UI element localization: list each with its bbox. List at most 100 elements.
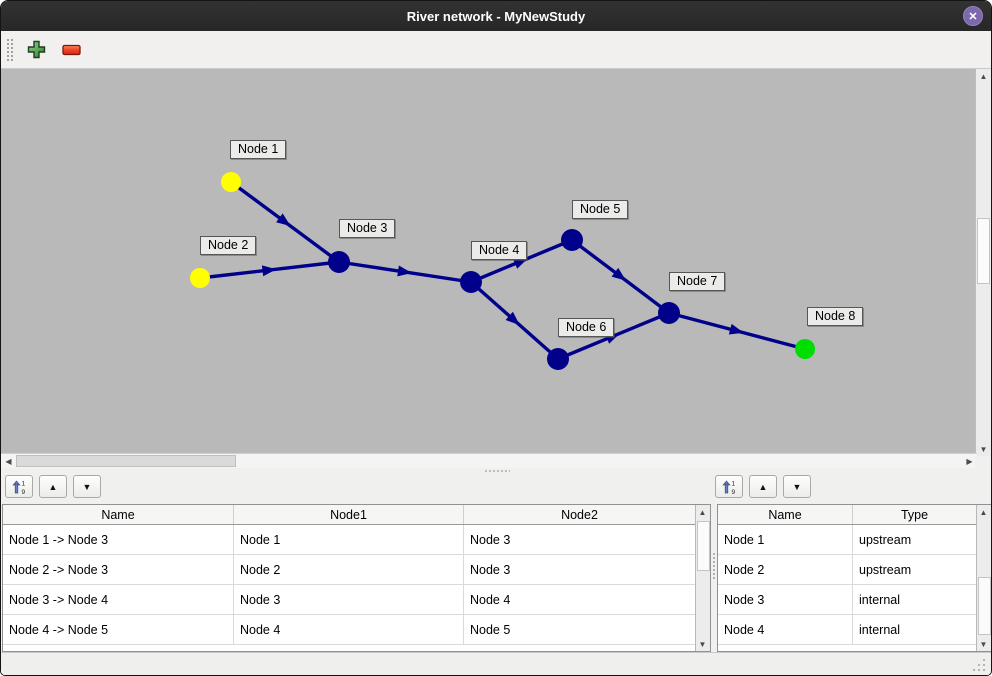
network-node[interactable]: [190, 268, 210, 288]
scroll-down-icon[interactable]: ▼: [698, 639, 707, 649]
table-row[interactable]: Node 4 internal: [718, 615, 976, 645]
sort-nodes-button[interactable]: 1 9: [715, 475, 743, 498]
branches-table-controls: 1 9 ▲ ▼: [5, 475, 101, 498]
column-header-name[interactable]: Name: [718, 505, 853, 524]
branch-node1-cell[interactable]: Node 2: [234, 555, 464, 584]
titlebar[interactable]: River network - MyNewStudy ✕: [1, 1, 991, 31]
edge-arrow-icon: [276, 213, 291, 227]
branch-name-cell[interactable]: Node 3 -> Node 4: [3, 585, 234, 614]
nodes-table: Name Type Node 1 upstream Node 2 upstrea…: [717, 504, 991, 652]
node-label[interactable]: Node 6: [558, 318, 615, 337]
network-node[interactable]: [328, 251, 350, 273]
edge-arrow-icon: [611, 267, 627, 281]
table-row[interactable]: Node 2 upstream: [718, 555, 976, 585]
branch-name-cell[interactable]: Node 4 -> Node 5: [3, 615, 234, 644]
move-branch-up-button[interactable]: ▲: [39, 475, 67, 498]
move-branch-down-button[interactable]: ▼: [73, 475, 101, 498]
branch-node2-cell[interactable]: Node 4: [470, 592, 511, 607]
toolbar: [1, 31, 991, 69]
scroll-right-icon[interactable]: ▶: [966, 456, 973, 466]
network-node[interactable]: [658, 302, 680, 324]
scroll-down-icon[interactable]: ▼: [979, 444, 988, 454]
branch-name-cell[interactable]: Node 2 -> Node 3: [3, 555, 234, 584]
branch-node2-cell[interactable]: Node 3: [470, 562, 511, 577]
node-name-cell[interactable]: Node 2: [718, 555, 853, 584]
scroll-up-icon[interactable]: ▲: [979, 507, 988, 517]
scroll-up-icon[interactable]: ▲: [698, 507, 707, 517]
status-bar: [1, 652, 991, 675]
svg-text:1: 1: [732, 480, 736, 487]
scroll-left-icon[interactable]: ◀: [5, 456, 12, 466]
column-header-name[interactable]: Name: [3, 505, 234, 524]
node-name-cell[interactable]: Node 1: [718, 525, 853, 554]
table-row[interactable]: Node 1 -> Node 3 Node 1 Node 3: [3, 525, 695, 555]
column-header-node1[interactable]: Node1: [234, 505, 464, 524]
vertical-scroll-thumb[interactable]: [977, 218, 990, 284]
down-arrow-icon: ▼: [792, 481, 802, 492]
column-header-node2[interactable]: Node2: [561, 507, 598, 522]
canvas-vertical-scrollbar[interactable]: ▲ ▼: [975, 69, 991, 456]
up-arrow-icon: ▲: [48, 481, 58, 492]
node-type-cell[interactable]: internal: [859, 592, 900, 607]
edge-arrow-icon: [512, 258, 528, 269]
table-row[interactable]: Node 2 -> Node 3 Node 2 Node 3: [3, 555, 695, 585]
scroll-down-icon[interactable]: ▼: [979, 639, 988, 649]
branch-name-cell[interactable]: Node 1 -> Node 3: [3, 525, 234, 554]
remove-node-button[interactable]: [59, 37, 85, 63]
node-label[interactable]: Node 3: [339, 219, 396, 238]
table-row[interactable]: Node 1 upstream: [718, 525, 976, 555]
canvas-area: Node 1 Node 2 Node 3 Node 4 Node 5 Node 6 Node…: [1, 69, 991, 468]
window-title: River network - MyNewStudy: [406, 8, 586, 24]
resize-grip[interactable]: [972, 658, 986, 672]
network-node[interactable]: [561, 229, 583, 251]
branches-table: Name Node1 Node2 Node 1 -> Node 3 Node 1…: [2, 504, 711, 652]
vertical-scroll-thumb[interactable]: [978, 577, 991, 635]
svg-text:1: 1: [22, 480, 26, 487]
network-node[interactable]: [547, 348, 569, 370]
move-node-down-button[interactable]: ▼: [783, 475, 811, 498]
move-node-up-button[interactable]: ▲: [749, 475, 777, 498]
table-row[interactable]: Node 3 internal: [718, 585, 976, 615]
table-toolbars: 1 9 ▲ ▼ 1 9 ▲: [1, 468, 991, 504]
branch-node1-cell[interactable]: Node 4: [234, 615, 464, 644]
node-label[interactable]: Node 7: [669, 272, 726, 291]
close-button[interactable]: ✕: [963, 6, 983, 26]
canvas-horizontal-scrollbar[interactable]: ◀ ▶: [1, 453, 977, 468]
sort-branches-button[interactable]: 1 9: [5, 475, 33, 498]
branches-table-scrollbar[interactable]: ▲ ▼: [695, 505, 710, 651]
branch-node1-cell[interactable]: Node 1: [234, 525, 464, 554]
node-label[interactable]: Node 2: [200, 236, 257, 255]
node-label[interactable]: Node 8: [807, 307, 864, 326]
network-node[interactable]: [795, 339, 815, 359]
network-node[interactable]: [460, 271, 482, 293]
nodes-table-header: Name Type: [718, 505, 976, 525]
vertical-scroll-thumb[interactable]: [697, 521, 710, 571]
table-row[interactable]: Node 4 -> Node 5 Node 4 Node 5: [3, 615, 695, 645]
node-label[interactable]: Node 1: [230, 140, 287, 159]
horizontal-splitter-handle[interactable]: [484, 469, 510, 474]
scroll-up-icon[interactable]: ▲: [979, 71, 988, 81]
branch-node1-cell[interactable]: Node 3: [234, 585, 464, 614]
table-row[interactable]: Node 3 -> Node 4 Node 3 Node 4: [3, 585, 695, 615]
network-node[interactable]: [221, 172, 241, 192]
vertical-splitter-handle[interactable]: [711, 504, 717, 652]
node-name-cell[interactable]: Node 4: [718, 615, 853, 644]
river-network-canvas[interactable]: Node 1 Node 2 Node 3 Node 4 Node 5 Node 6 Node…: [1, 69, 977, 453]
horizontal-scroll-thumb[interactable]: [16, 455, 236, 467]
node-type-cell[interactable]: upstream: [859, 532, 912, 547]
nodes-table-scrollbar[interactable]: ▲ ▼: [976, 505, 991, 651]
toolbar-drag-handle[interactable]: [5, 36, 13, 63]
node-type-cell[interactable]: internal: [859, 622, 900, 637]
column-header-type[interactable]: Type: [900, 507, 929, 522]
branch-node2-cell[interactable]: Node 3: [470, 532, 511, 547]
splitter-dots: [712, 552, 716, 580]
close-icon: ✕: [968, 10, 978, 23]
add-node-button[interactable]: [23, 37, 49, 63]
branch-node2-cell[interactable]: Node 5: [470, 622, 511, 637]
node-name-cell[interactable]: Node 3: [718, 585, 853, 614]
sort-ascending-icon: 1 9: [722, 479, 736, 495]
node-type-cell[interactable]: upstream: [859, 562, 912, 577]
node-label[interactable]: Node 5: [572, 200, 629, 219]
node-label[interactable]: Node 4: [471, 241, 528, 260]
